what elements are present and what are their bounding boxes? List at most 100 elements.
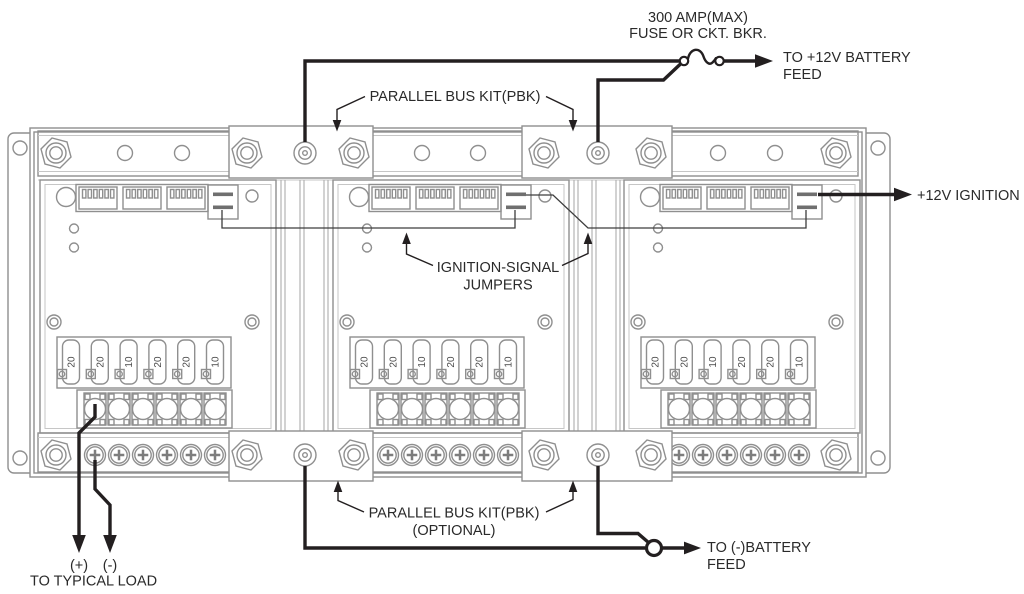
- load-positive-wire: [77, 404, 97, 537]
- fuse-test-point-hole: [757, 370, 765, 378]
- fuse-body: [119, 339, 138, 385]
- hex-bolt-ring: [825, 142, 847, 164]
- dip-pin: [397, 188, 402, 199]
- fuse-body: [732, 339, 751, 385]
- dip-pin: [380, 188, 386, 199]
- terminal-opening: [787, 397, 811, 421]
- output-screw: [179, 443, 203, 467]
- dip-pin: [479, 188, 485, 199]
- dip-pin: [391, 188, 397, 199]
- fuse-test-point-hole: [700, 370, 707, 378]
- dip-pin: [175, 188, 181, 199]
- fuse-rating-label: 20: [360, 356, 371, 368]
- terminal-tab: [180, 393, 187, 401]
- ignition-jumper-connector: [500, 184, 532, 220]
- dip-pin: [98, 188, 104, 199]
- ignition-label: +12V IGNITION: [917, 188, 1020, 204]
- load-negative-label: (-): [103, 558, 118, 574]
- battery-negative-label-line1: TO (-)BATTERY: [707, 540, 811, 556]
- dip-pin: [721, 188, 726, 199]
- output-screw-inner: [427, 446, 445, 464]
- panel-screw: [339, 314, 355, 330]
- terminal-opening: [131, 397, 155, 421]
- ignition-jumper-wire-1: [221, 210, 516, 229]
- terminal-tab: [497, 393, 504, 401]
- dip-pin: [474, 188, 479, 199]
- bus-hole: [469, 144, 487, 162]
- fuse-body: [498, 339, 518, 385]
- battery-negative-label-line2: FEED: [707, 557, 746, 573]
- dip-pin: [81, 188, 87, 199]
- jumpers-label-line2: JUMPERS: [463, 278, 532, 294]
- terminal-tab: [195, 393, 202, 401]
- battery-positive-wire: [303, 59, 680, 142]
- fuse-terminal-dot: [678, 55, 690, 67]
- fuse-body: [703, 339, 722, 385]
- fuse-rating-label: 20: [651, 356, 662, 368]
- fuse: 20: [171, 339, 196, 385]
- terminal-opening: [107, 397, 131, 421]
- terminal-tab: [464, 393, 471, 401]
- dip-pin: [441, 188, 446, 199]
- panel-screw: [244, 314, 260, 330]
- panel-screw-inner: [633, 317, 643, 327]
- terminal-strip: [369, 389, 526, 429]
- output-screw: [131, 443, 155, 467]
- ignition-jumper-wire-2: [526, 194, 807, 229]
- fuse-body: [761, 339, 780, 385]
- fuse-test-point-hole: [786, 370, 794, 378]
- panel-screw-inner: [247, 317, 257, 327]
- terminal-tab: [731, 418, 738, 426]
- fuse-body: [205, 339, 225, 385]
- terminal-tab: [392, 418, 399, 426]
- pbk-bottom-label-line2: (OPTIONAL): [413, 523, 496, 539]
- terminal-opening: [667, 397, 691, 421]
- output-screw-inner: [403, 446, 421, 464]
- terminal-tab: [401, 418, 408, 426]
- fuse-body: [645, 339, 665, 385]
- fuse: 20: [378, 339, 402, 385]
- pilot-hole: [361, 242, 373, 253]
- hex-bolt-center: [829, 448, 843, 462]
- divider-rails: [280, 180, 621, 431]
- terminal-tab: [692, 393, 699, 401]
- dip-pin: [104, 188, 110, 199]
- terminal-tab: [416, 393, 423, 401]
- dip-pin: [142, 188, 148, 199]
- terminal-mid: [298, 448, 312, 462]
- dip-connector-block: [706, 186, 746, 210]
- terminal-tab: [788, 418, 795, 426]
- fuse-rating-label: 20: [388, 356, 399, 368]
- terminal-tab: [123, 393, 130, 401]
- terminal-opening: [691, 397, 715, 421]
- dip-pin: [759, 188, 765, 199]
- output-screw: [739, 443, 763, 467]
- terminal-tab: [425, 418, 432, 426]
- wiring: [72, 48, 912, 558]
- fuse-rating-label: 20: [153, 356, 164, 368]
- output-screw: [400, 443, 424, 467]
- dip-connector-block: [459, 186, 499, 210]
- terminal-tab: [132, 418, 139, 426]
- battery-negative-wire-2: [596, 466, 650, 544]
- fuse: 20: [465, 339, 489, 385]
- dip-pin: [418, 188, 424, 199]
- fuse-rating-label-line1: 300 AMP(MAX): [648, 10, 748, 26]
- dip-pin: [186, 188, 192, 199]
- terminal-tab: [108, 393, 115, 401]
- output-screw-inner: [718, 446, 736, 464]
- fuse-rating-label: 10: [504, 356, 515, 368]
- terminal-opening: [763, 397, 787, 421]
- terminal-tab: [219, 393, 226, 401]
- fuse-test-point: [436, 368, 447, 380]
- terminal-tab: [156, 418, 163, 426]
- terminal-tab: [668, 418, 675, 426]
- pbk-bottom-leader-left-arrowhead: [333, 480, 343, 492]
- dip-pin: [386, 188, 391, 199]
- fuse-test-point-hole: [409, 370, 416, 378]
- output-screw: [448, 443, 472, 467]
- panel-screw-inner: [49, 317, 59, 327]
- dip-pin: [148, 188, 153, 199]
- fuse-body: [148, 339, 167, 385]
